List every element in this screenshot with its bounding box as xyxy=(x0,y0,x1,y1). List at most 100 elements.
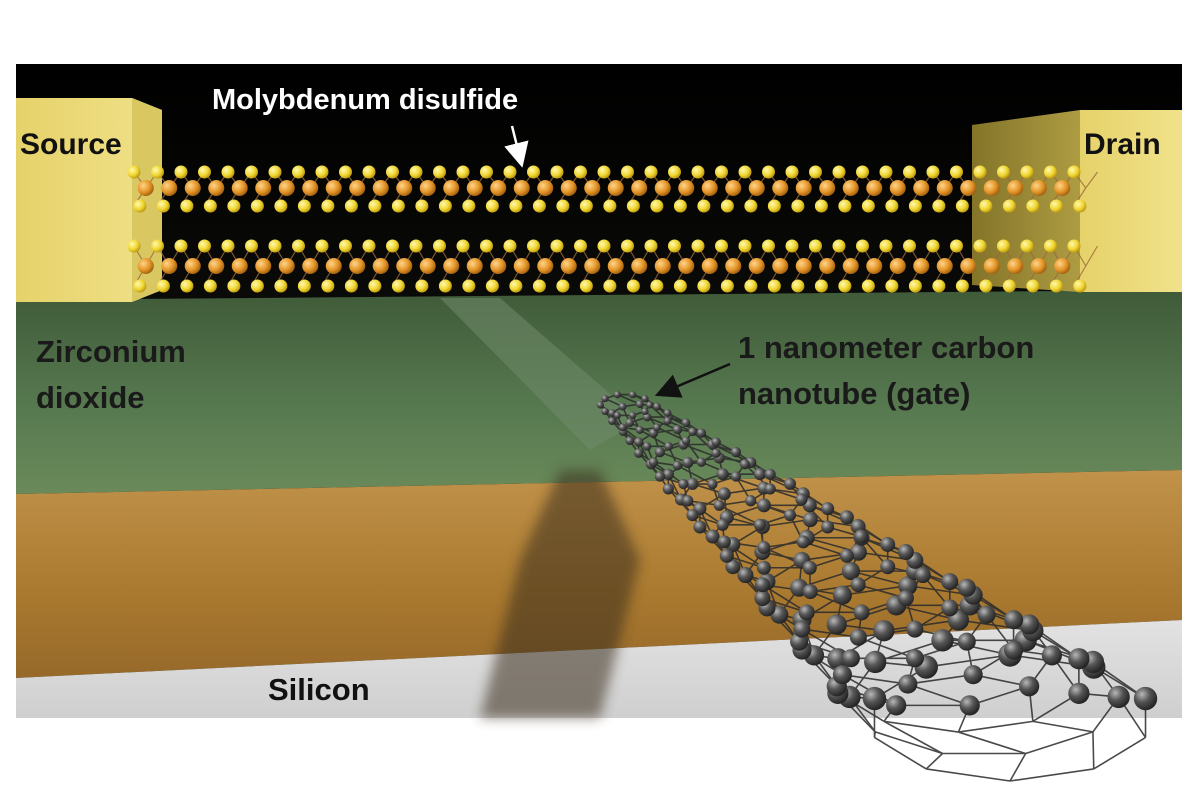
sulfur-atom xyxy=(1003,280,1016,293)
carbon-atom xyxy=(906,621,923,638)
molybdenum-atom xyxy=(819,180,835,196)
carbon-atom xyxy=(717,468,729,480)
carbon-atom xyxy=(649,457,658,466)
carbon-atom xyxy=(717,519,729,531)
carbon-atom xyxy=(851,577,866,592)
sulfur-atom xyxy=(621,166,634,179)
carbon-atom xyxy=(625,436,634,445)
sulfur-atom xyxy=(997,166,1010,179)
drain-label: Drain xyxy=(1084,128,1161,163)
molybdenum-atom xyxy=(655,180,671,196)
carbon-atom xyxy=(863,687,886,710)
carbon-atom xyxy=(793,621,810,638)
sulfur-atom xyxy=(274,200,287,213)
carbon-atom xyxy=(1019,676,1039,696)
carbon-atom xyxy=(1042,645,1062,665)
molybdenum-atom xyxy=(302,258,318,274)
sulfur-atom xyxy=(222,240,235,253)
molybdenum-atom xyxy=(138,258,154,274)
carbon-atom xyxy=(978,606,996,624)
carbon-atom xyxy=(1004,610,1023,629)
carbon-atom xyxy=(664,417,672,425)
sulfur-atom xyxy=(198,166,211,179)
molybdenum-atom xyxy=(420,258,436,274)
molybdenum-atom xyxy=(490,180,506,196)
sulfur-atom xyxy=(415,200,428,213)
sulfur-atom xyxy=(533,280,546,293)
molybdenum-atom xyxy=(843,180,859,196)
sulfur-atom xyxy=(204,200,217,213)
sulfur-atom xyxy=(862,280,875,293)
carbon-atom xyxy=(1004,641,1023,660)
sulfur-atom xyxy=(974,240,987,253)
molybdenum-atom xyxy=(937,258,953,274)
sulfur-atom xyxy=(997,240,1010,253)
sulfur-atom xyxy=(739,166,752,179)
carbon-atom xyxy=(898,675,917,694)
sulfur-atom xyxy=(410,240,423,253)
sulfur-atom xyxy=(298,200,311,213)
sulfur-atom xyxy=(692,240,705,253)
carbon-atom xyxy=(629,391,636,398)
carbon-atom xyxy=(898,590,914,606)
carbon-atom xyxy=(757,561,771,575)
carbon-atom xyxy=(958,579,976,597)
carbon-atom xyxy=(898,544,914,560)
molybdenum-atom xyxy=(960,180,976,196)
molybdenum-atom xyxy=(890,180,906,196)
carbon-atom xyxy=(915,567,931,583)
sulfur-atom xyxy=(128,166,141,179)
sulfur-atom xyxy=(292,166,305,179)
sulfur-atom xyxy=(556,280,569,293)
sulfur-atom xyxy=(480,166,493,179)
molybdenum-atom xyxy=(279,258,295,274)
molybdenum-atom xyxy=(537,180,553,196)
sulfur-atom xyxy=(345,200,358,213)
sulfur-atom xyxy=(674,200,687,213)
carbon-atom xyxy=(655,471,665,481)
sulfur-atom xyxy=(251,280,264,293)
sulfur-atom xyxy=(345,280,358,293)
sulfur-atom xyxy=(368,280,381,293)
carbon-atom xyxy=(682,495,693,506)
silicon-label: Silicon xyxy=(268,672,370,708)
carbon-atom xyxy=(960,695,980,715)
sulfur-atom xyxy=(721,200,734,213)
molybdenum-atom xyxy=(185,180,201,196)
sulfur-atom xyxy=(645,166,658,179)
sulfur-atom xyxy=(950,240,963,253)
sulfur-atom xyxy=(204,280,217,293)
molybdenum-atom xyxy=(631,180,647,196)
carbon-atom xyxy=(643,442,652,451)
sulfur-atom xyxy=(791,200,804,213)
molybdenum-atom xyxy=(373,180,389,196)
sulfur-atom xyxy=(175,240,188,253)
carbon-atom xyxy=(601,395,608,402)
sulfur-atom xyxy=(363,240,376,253)
sulfur-atom xyxy=(1073,280,1086,293)
carbon-atom xyxy=(634,437,643,446)
carbon-atom xyxy=(941,573,958,590)
carbon-atom xyxy=(664,409,672,417)
carbon-atom xyxy=(653,424,661,432)
carbon-atom xyxy=(941,599,958,616)
carbon-atom xyxy=(697,428,706,437)
sulfur-atom xyxy=(533,200,546,213)
carbon-atom xyxy=(614,412,621,419)
carbon-atom xyxy=(931,629,953,651)
molybdenum-atom xyxy=(608,180,624,196)
sulfur-atom xyxy=(809,240,822,253)
sulfur-atom xyxy=(180,200,193,213)
molybdenum-atom xyxy=(772,180,788,196)
carbon-atom xyxy=(842,649,860,667)
carbon-atom xyxy=(718,535,731,548)
sulfur-atom xyxy=(1021,166,1034,179)
sulfur-atom xyxy=(392,280,405,293)
molybdenum-atom xyxy=(161,180,177,196)
sulfur-atom xyxy=(180,280,193,293)
carbon-atom xyxy=(608,417,616,425)
sulfur-atom xyxy=(251,200,264,213)
sulfur-atom xyxy=(956,280,969,293)
molybdenum-atom xyxy=(631,258,647,274)
molybdenum-atom xyxy=(678,258,694,274)
